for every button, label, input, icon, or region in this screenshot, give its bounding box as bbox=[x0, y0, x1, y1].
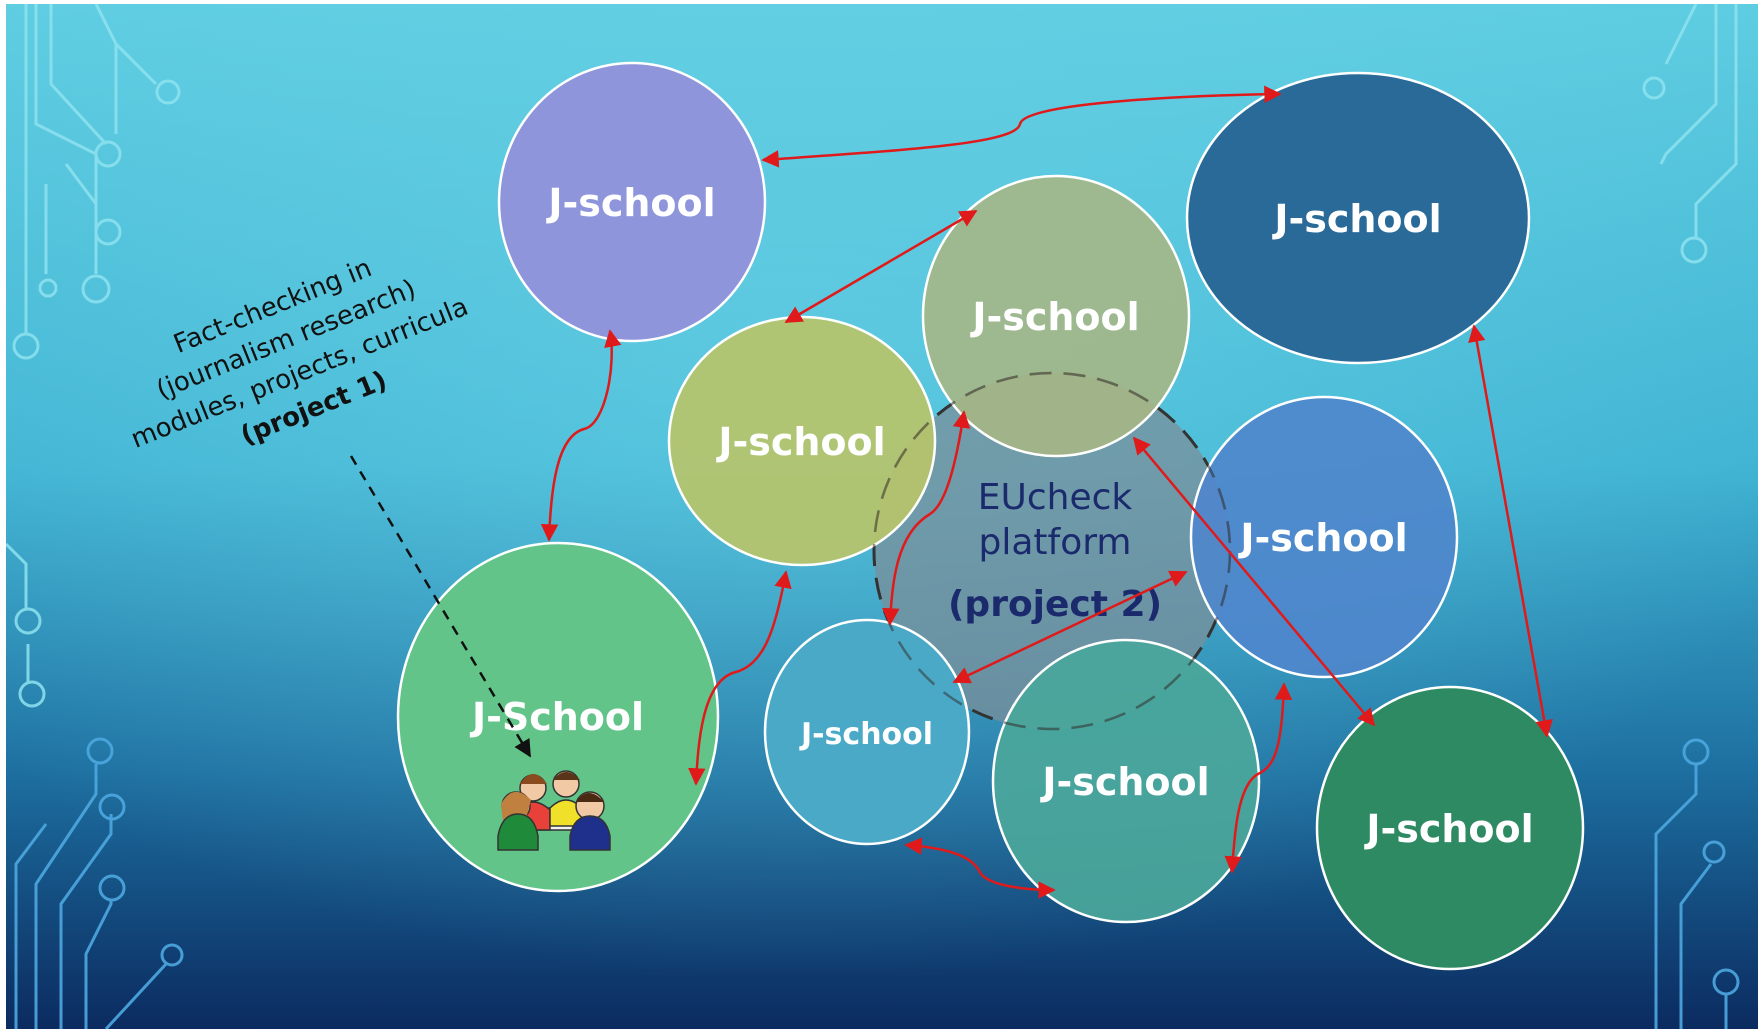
node-label: J-school bbox=[969, 295, 1139, 339]
node-js-olive-top[interactable]: J-school bbox=[921, 174, 1191, 458]
note-arrow bbox=[349, 455, 532, 758]
connections bbox=[540, 85, 1553, 899]
node-label: J-school bbox=[1237, 516, 1407, 560]
node-js-blue-right[interactable]: J-school bbox=[1189, 395, 1459, 679]
node-label: J-school bbox=[715, 420, 885, 464]
link-blueright-teal bbox=[1224, 682, 1293, 874]
node-label: J-School bbox=[469, 695, 644, 739]
link-small-teal bbox=[904, 837, 1056, 899]
link-olive-darkgreen bbox=[1132, 436, 1376, 727]
node-js-green-left[interactable]: J-School bbox=[396, 541, 720, 893]
link-purple-green bbox=[540, 329, 622, 542]
link-yellow-olive bbox=[784, 209, 978, 324]
circuit-decoration-right bbox=[1642, 4, 1738, 264]
node-circle bbox=[497, 61, 767, 343]
node-label: J-school bbox=[799, 717, 933, 752]
node-js-darkblue[interactable]: J-school bbox=[1185, 71, 1531, 365]
node-label: J-school bbox=[545, 181, 715, 225]
platform-name-line1: EUcheck bbox=[978, 477, 1133, 518]
link-yellow-green bbox=[688, 570, 792, 786]
circuit-decoration-left-bottom bbox=[14, 737, 184, 1029]
link-darkblue-darkgreen bbox=[1468, 324, 1553, 738]
circuit-decoration-left bbox=[6, 4, 181, 708]
node-label: J-school bbox=[1363, 807, 1533, 851]
platform-name-line2: platform bbox=[979, 522, 1132, 563]
node-label: J-school bbox=[1039, 760, 1209, 804]
link-olive-small bbox=[882, 410, 971, 626]
link-purple-darkblue bbox=[761, 85, 1282, 168]
node-js-small[interactable]: J-school bbox=[763, 618, 971, 846]
node-label: J-school bbox=[1271, 197, 1441, 241]
node-circle bbox=[1315, 685, 1585, 971]
diagram-canvas: J-school J-school J-school J-school J-sc… bbox=[6, 4, 1758, 1029]
platform-project-label: (project 2) bbox=[948, 584, 1162, 625]
node-js-yellow[interactable]: J-school bbox=[667, 315, 937, 567]
node-js-teal[interactable]: J-school bbox=[991, 638, 1261, 924]
platform-label-group: EUcheck platform (project 2) bbox=[948, 477, 1162, 625]
students-group-icon bbox=[497, 770, 611, 851]
node-js-purple[interactable]: J-school bbox=[497, 61, 767, 343]
node-js-dark-green[interactable]: J-school bbox=[1315, 685, 1585, 971]
slide: J-school J-school J-school J-school J-sc… bbox=[6, 4, 1758, 1029]
circuit-decoration-right-bottom bbox=[1654, 738, 1740, 1029]
